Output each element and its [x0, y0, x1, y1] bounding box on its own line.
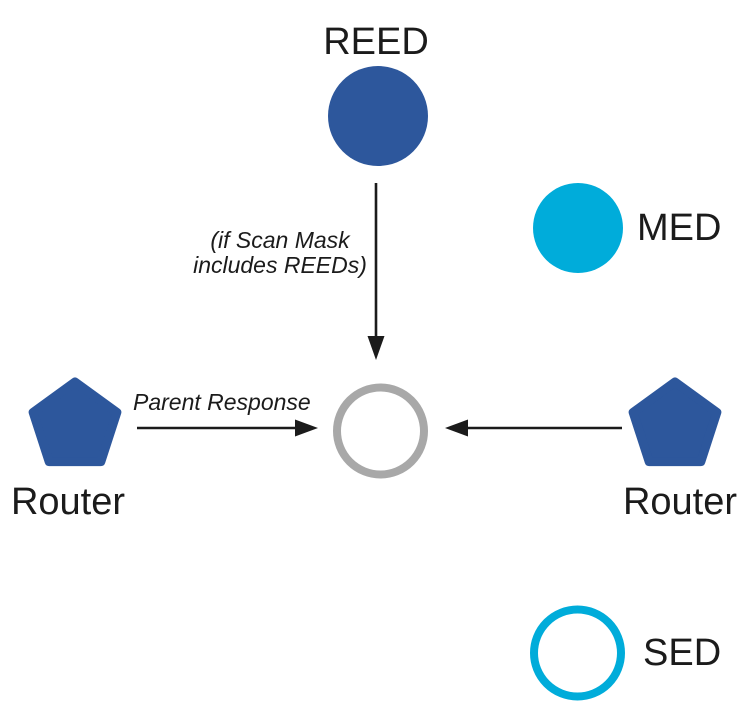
router-right-to-parent-arrow: [445, 419, 622, 437]
sed-node-label: SED: [643, 632, 722, 674]
router-right-pentagon: [628, 377, 722, 467]
parent-node-circle: [333, 383, 428, 479]
parent-response-annotation: Parent Response: [133, 389, 311, 415]
med-node-circle: [533, 183, 623, 273]
reed-node-circle: [328, 66, 428, 166]
sed-node-circle: [530, 605, 625, 701]
router-left-to-parent-arrow: [137, 419, 318, 437]
router-left-node-label: Router: [10, 480, 126, 523]
scan-mask-condition-line1: (if Scan Mask: [210, 227, 350, 253]
scan-mask-condition-line2: includes REEDs): [193, 252, 367, 278]
reed-to-parent-arrow: [367, 183, 385, 360]
reed-node-label: REED: [323, 20, 429, 63]
router-right-node-label: Router: [622, 480, 738, 523]
router-left-pentagon: [28, 377, 122, 467]
med-node-label: MED: [637, 207, 722, 249]
scan-mask-condition-annotation: (if Scan Mask includes REEDs): [170, 228, 390, 278]
